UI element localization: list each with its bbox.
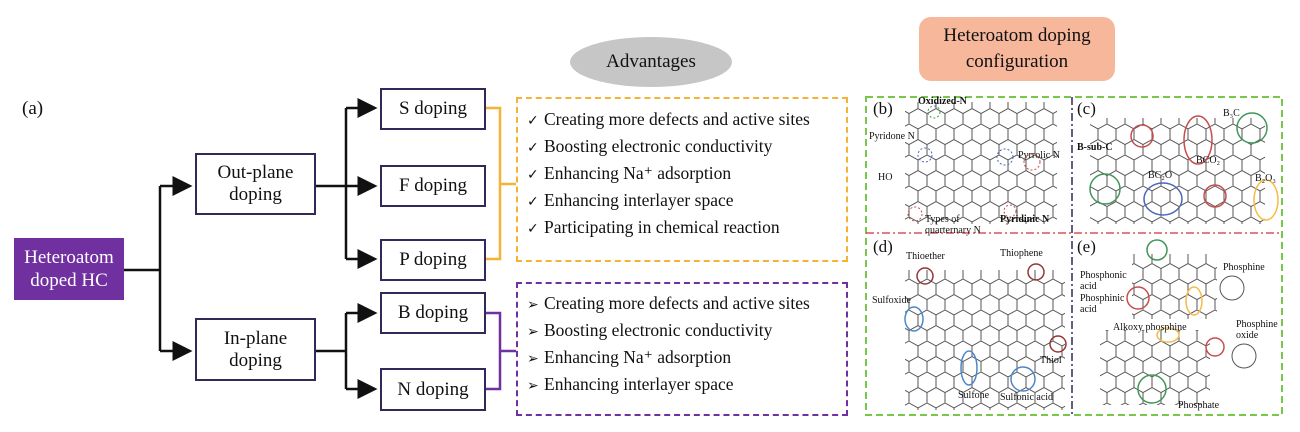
- check-icon: ✓: [527, 194, 539, 210]
- panel-e-label: (e): [1077, 237, 1096, 256]
- out-plane-advantages-list: ✓Creating more defects and active sites …: [527, 106, 846, 241]
- s-doping-node: S doping: [380, 88, 486, 130]
- arrow-bullet-icon: ➢: [527, 378, 539, 394]
- panel-d-label: (d): [873, 237, 893, 256]
- f-doping-node: F doping: [380, 165, 486, 207]
- list-item: ➢Boosting electronic conductivity: [527, 317, 846, 344]
- in-plane-advantages-box: ➢Creating more defects and active sites …: [516, 282, 848, 416]
- config-title-line-2: configuration: [965, 51, 1069, 72]
- panel-b-structure: [905, 102, 1057, 224]
- list-item: ✓Creating more defects and active sites: [527, 106, 846, 133]
- root-line-2: doped HC: [30, 270, 108, 291]
- thiol-label: Thiol: [1040, 355, 1062, 366]
- panel-c-label: (c): [1077, 99, 1096, 118]
- bco2-label: BCO₂: [1196, 155, 1221, 166]
- n-doping-node: N doping: [380, 368, 486, 411]
- config-title: Heteroatom doping configuration: [919, 17, 1115, 81]
- phosphine-oxide-label: Phosphine oxide: [1236, 319, 1278, 341]
- sulfoxide-label: Sulfoxide: [872, 295, 911, 306]
- pyrrolic-n-label: Pyrrolic N: [1018, 150, 1060, 161]
- panel-c-structure: [1089, 112, 1279, 224]
- config-title-line-1: Heteroatom doping: [943, 25, 1091, 46]
- phosphonic-acid-label: Phosphonic acid: [1080, 270, 1127, 292]
- panel-e-structure: [1100, 239, 1257, 405]
- b-doping-node: B doping: [380, 292, 486, 334]
- bc2o-label: BC₂O: [1148, 170, 1173, 181]
- phosphate-label: Phosphate: [1178, 400, 1220, 411]
- advantages-title: Advantages: [570, 37, 732, 87]
- check-icon: ✓: [527, 140, 539, 156]
- arrow-bullet-icon: ➢: [527, 351, 539, 367]
- b2o3-label: B₂O₃: [1255, 173, 1276, 184]
- figure-label: (a): [22, 98, 44, 119]
- ho-label: HO: [878, 172, 893, 183]
- quarternary-n-label: Types of quarternary N: [925, 214, 981, 236]
- list-item: ✓Participating in chemical reaction: [527, 214, 846, 241]
- root-line-1: Heteroatom: [24, 247, 114, 268]
- check-icon: ✓: [527, 221, 539, 237]
- out-plane-line-1: Out-plane: [217, 162, 294, 183]
- pyridinic-n-label: Pyridinic N: [1000, 214, 1050, 225]
- b-sub-c-label: B-sub-C: [1077, 142, 1113, 153]
- list-item: ➢Enhancing interlayer space: [527, 371, 846, 398]
- arrow-bullet-icon: ➢: [527, 297, 539, 313]
- phosphine-label: Phosphine: [1223, 262, 1265, 273]
- list-item: ✓Boosting electronic conductivity: [527, 133, 846, 160]
- thiophene-label: Thiophene: [1000, 248, 1043, 259]
- list-item: ➢Enhancing Na⁺ adsorption: [527, 344, 846, 371]
- check-icon: ✓: [527, 113, 539, 129]
- b3c-label: B₃C: [1223, 108, 1240, 119]
- thioether-label: Thioether: [906, 251, 945, 262]
- in-plane-line-2: doping: [229, 349, 282, 371]
- alkoxy-phosphine-label: Alkoxy phosphine: [1113, 322, 1187, 333]
- oxidized-n-label: Oxidized-N: [918, 96, 967, 107]
- arrow-bullet-icon: ➢: [527, 324, 539, 340]
- sulfonic-acid-label: Sulfonic acid: [1000, 392, 1054, 403]
- in-plane-line-1: In-plane: [223, 327, 288, 349]
- phosphinic-acid-label: Phosphinic acid: [1080, 293, 1125, 315]
- p-doping-node: P doping: [380, 239, 486, 281]
- in-plane-advantages-list: ➢Creating more defects and active sites …: [527, 290, 846, 398]
- out-plane-line-2: doping: [229, 184, 282, 205]
- out-plane-advantages-box: ✓Creating more defects and active sites …: [516, 97, 848, 262]
- panel-d-structure: [904, 263, 1067, 410]
- list-item: ➢Creating more defects and active sites: [527, 290, 846, 317]
- sulfone-label: Sulfone: [958, 390, 990, 401]
- check-icon: ✓: [527, 167, 539, 183]
- list-item: ✓Enhancing Na⁺ adsorption: [527, 160, 846, 187]
- panel-b-label: (b): [873, 99, 893, 118]
- pyridone-n-label: Pyridone N: [869, 131, 915, 142]
- list-item: ✓Enhancing interlayer space: [527, 187, 846, 214]
